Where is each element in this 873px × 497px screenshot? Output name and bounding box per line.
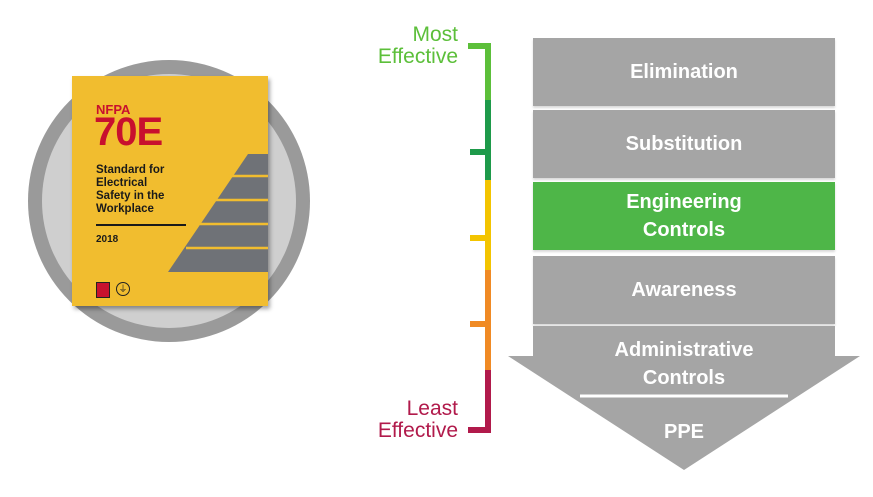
book-title: Standard for Electrical Safety in the Wo… <box>96 164 165 215</box>
pyramid-icon <box>168 154 268 272</box>
book-standard-number: 70E <box>94 110 163 154</box>
tier-elimination: Elimination <box>533 38 835 106</box>
nfpa-logo-icon <box>96 282 110 298</box>
tier-ppe: PPE <box>663 421 705 443</box>
hierarchy-arrow <box>508 326 860 470</box>
tier-awareness: Awareness <box>533 256 835 324</box>
book-divider <box>96 224 186 226</box>
effectiveness-scale-bar <box>468 43 491 433</box>
least-effective-label: Least Effective <box>377 397 458 442</box>
tier-administrative-controls: Administrative Controls <box>614 339 754 389</box>
most-effective-label: Most Effective <box>377 23 458 68</box>
tier-engineering-controls: Engineering Controls <box>533 182 835 250</box>
electrical-safety-logo-icon: ⏚ <box>116 282 130 296</box>
book-year: 2018 <box>96 234 119 245</box>
tier-substitution: Substitution <box>533 110 835 178</box>
book-org-label: NFPA <box>96 102 131 117</box>
nfpa-70e-book-cover: NFPA 70E Standard for Electrical Safety … <box>72 76 268 306</box>
